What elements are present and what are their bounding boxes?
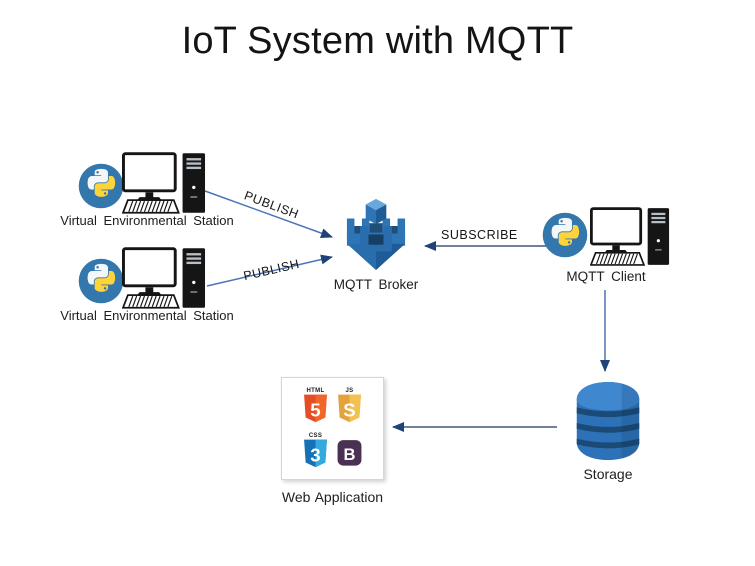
- node-web-application: HTML 5 JS S CSS: [281, 377, 384, 512]
- publish-bottom-label: PUBLISH: [242, 256, 301, 284]
- desktop-computer-icon: [121, 152, 206, 220]
- css3-badge-glyph: 3: [310, 444, 320, 465]
- subscribe-label: SUBSCRIBE: [441, 228, 518, 242]
- mqtt-broker-icon: [331, 195, 421, 277]
- node-virtual-station-bottom: Virtual Environmental Station: [56, 245, 238, 331]
- python-badge-icon: [78, 163, 124, 214]
- client-label: MQTT Client: [566, 269, 646, 284]
- publish-top-label: PUBLISH: [242, 188, 301, 222]
- node-virtual-station-top: Virtual Environmental Station: [56, 150, 238, 236]
- web-application-label: Web Application: [281, 489, 384, 505]
- html5-badge-top-text: HTML: [307, 388, 325, 394]
- css3-badge-icon: CSS 3: [302, 431, 329, 474]
- html5-badge-glyph: 5: [310, 399, 320, 420]
- database-icon: [563, 380, 653, 467]
- broker-label: MQTT Broker: [333, 277, 419, 292]
- js-badge-icon: JS S: [336, 386, 363, 429]
- station-top-label: Virtual Environmental Station: [60, 213, 234, 228]
- python-badge-icon: [542, 212, 588, 263]
- bootstrap-badge-icon: B: [336, 431, 363, 474]
- js-badge-glyph: S: [343, 399, 355, 420]
- html5-badge-icon: HTML 5: [302, 386, 329, 429]
- node-storage: Storage: [560, 380, 656, 482]
- web-application-box: HTML 5 JS S CSS: [281, 377, 384, 480]
- node-mqtt-client: MQTT Client: [540, 205, 672, 291]
- station-bottom-label: Virtual Environmental Station: [60, 308, 234, 323]
- css3-badge-top-text: CSS: [309, 433, 322, 439]
- diagram-title: IoT System with MQTT: [181, 20, 574, 62]
- node-mqtt-broker: MQTT Broker: [328, 195, 424, 295]
- web-tech-badges: HTML 5 JS S CSS: [282, 378, 383, 474]
- python-badge-icon: [78, 258, 124, 309]
- bootstrap-badge-glyph: B: [344, 445, 356, 464]
- desktop-computer-icon: [121, 247, 206, 315]
- storage-label: Storage: [583, 466, 633, 482]
- desktop-computer-icon: [589, 207, 670, 272]
- js-badge-top-text: JS: [346, 388, 354, 394]
